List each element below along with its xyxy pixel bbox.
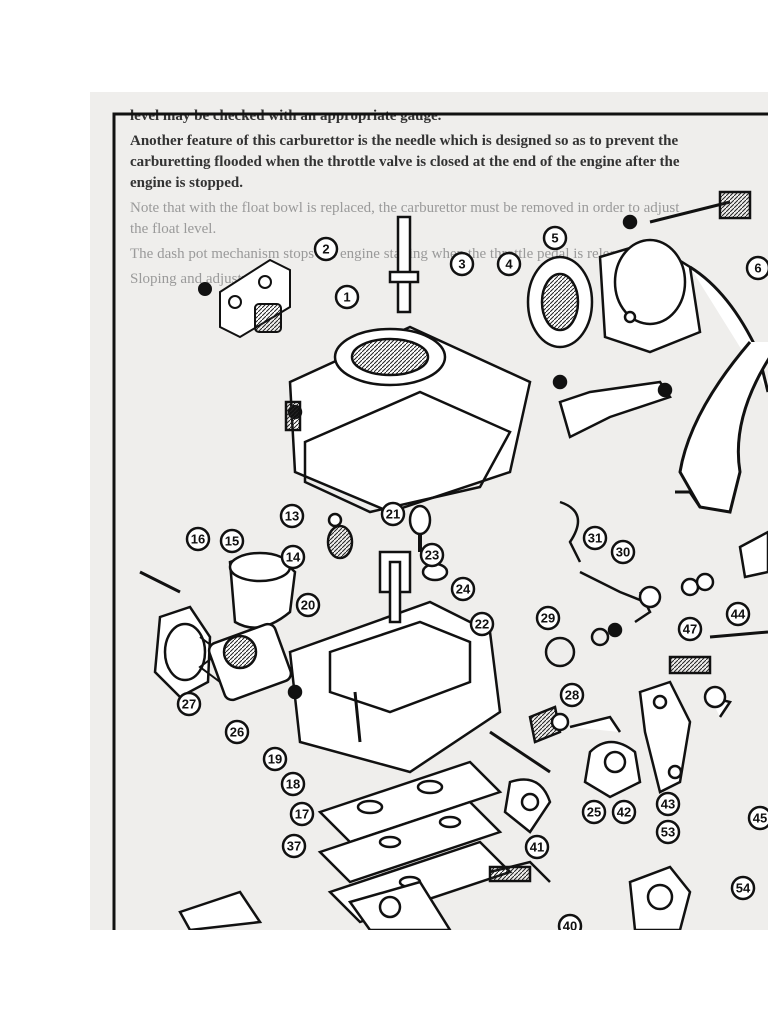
callout-45-circle — [747, 805, 768, 831]
callout-20: 20 — [301, 598, 315, 613]
callout-3-circle — [449, 251, 475, 277]
callout-4: 4 — [505, 257, 513, 272]
callout-44-circle — [725, 601, 751, 627]
callout-44: 44 — [731, 607, 746, 622]
callout-31: 31 — [588, 531, 602, 546]
callout-14-circle — [280, 544, 306, 570]
part-29-30-31-linkage — [544, 500, 662, 668]
callout-53-circle — [655, 819, 681, 845]
callout-3: 3 — [458, 257, 465, 272]
callout-13-circle — [279, 503, 305, 529]
part-6-hose — [675, 265, 768, 514]
callout-16-circle — [185, 526, 211, 552]
callout-42-circle — [611, 799, 637, 825]
callout-40: 40 — [563, 919, 577, 931]
callout-18-circle — [280, 771, 306, 797]
callout-54: 54 — [736, 881, 751, 896]
callout-37: 37 — [287, 839, 301, 854]
text-paragraph-2: Note that with the float bowl is replace… — [130, 200, 680, 237]
callout-54-circle — [730, 875, 756, 901]
callout-37-circle — [281, 833, 307, 859]
fast-idle-lever — [558, 380, 673, 439]
callout-19-circle — [262, 746, 288, 772]
callout-29: 29 — [541, 611, 555, 626]
callout-28-circle — [559, 682, 585, 708]
text-line-1: level may be checked with an appropriate… — [130, 108, 442, 124]
callout-22-circle — [469, 611, 495, 637]
callout-23: 23 — [425, 548, 439, 563]
text-paragraph-1: Another feature of this carburettor is t… — [130, 133, 680, 191]
callout-47: 47 — [683, 622, 697, 637]
carburettor-exploded-diagram: 1234561314151617181920212223242526272829… — [112, 112, 768, 931]
callout-43: 43 — [661, 797, 675, 812]
callout-25: 25 — [587, 805, 601, 820]
callout-19: 19 — [268, 752, 282, 767]
callout-6: 6 — [754, 261, 761, 276]
callout-24: 24 — [456, 582, 471, 597]
manual-text-column: level may be checked with an appropriate… — [130, 106, 690, 294]
part-2-bracket — [198, 258, 291, 339]
callout-24-circle — [450, 576, 476, 602]
callout-15: 15 — [225, 534, 239, 549]
callout-23-circle — [419, 542, 445, 568]
part-3-4-5-choke-diaphragm — [526, 190, 752, 354]
part-15-16-cap — [139, 551, 297, 629]
callout-26-circle — [224, 719, 250, 745]
callout-22: 22 — [475, 617, 489, 632]
part-25-28-41-42-linkage — [488, 705, 642, 883]
scanned-page: level may be checked with an appropriate… — [90, 92, 768, 930]
callout-1-circle — [334, 284, 360, 310]
callout-15-circle — [219, 528, 245, 554]
part-17-main-body — [287, 504, 502, 774]
callout-43-circle — [655, 791, 681, 817]
callout-18: 18 — [286, 777, 300, 792]
callout-27: 27 — [182, 697, 196, 712]
callout-13: 13 — [285, 509, 299, 524]
page-frame — [112, 112, 768, 930]
callout-21: 21 — [386, 507, 400, 522]
part-1-carburettor-top — [284, 215, 568, 514]
callout-17: 17 — [295, 807, 309, 822]
callout-45: 45 — [753, 811, 767, 826]
callout-17-circle — [289, 801, 315, 827]
callout-28: 28 — [565, 688, 579, 703]
callout-2: 2 — [322, 242, 329, 257]
callout-29-circle — [535, 605, 561, 631]
callout-20-circle — [295, 592, 321, 618]
callout-2-circle — [313, 236, 339, 262]
part-26-27-accelerator-pump — [153, 605, 293, 702]
callout-21-circle — [380, 501, 406, 527]
callout-30: 30 — [616, 545, 630, 560]
callout-1: 1 — [343, 290, 350, 305]
callout-47-circle — [677, 616, 703, 642]
base-flange — [178, 880, 452, 930]
callout-40-circle — [557, 913, 583, 930]
callout-31-circle — [582, 525, 608, 551]
callout-41: 41 — [530, 840, 544, 855]
callout-5-circle — [542, 225, 568, 251]
callout-26: 26 — [230, 725, 244, 740]
callout-4-circle — [496, 251, 522, 277]
callout-14: 14 — [286, 550, 301, 565]
callout-27-circle — [176, 691, 202, 717]
callout-30-circle — [610, 539, 636, 565]
callout-41-circle — [524, 834, 550, 860]
callout-42: 42 — [617, 805, 631, 820]
callout-53: 53 — [661, 825, 675, 840]
callout-16: 16 — [191, 532, 205, 547]
callout-25-circle — [581, 799, 607, 825]
callout-5: 5 — [551, 231, 558, 246]
part-43-47-right-assembly — [628, 530, 768, 930]
callout-6-circle — [745, 255, 768, 281]
